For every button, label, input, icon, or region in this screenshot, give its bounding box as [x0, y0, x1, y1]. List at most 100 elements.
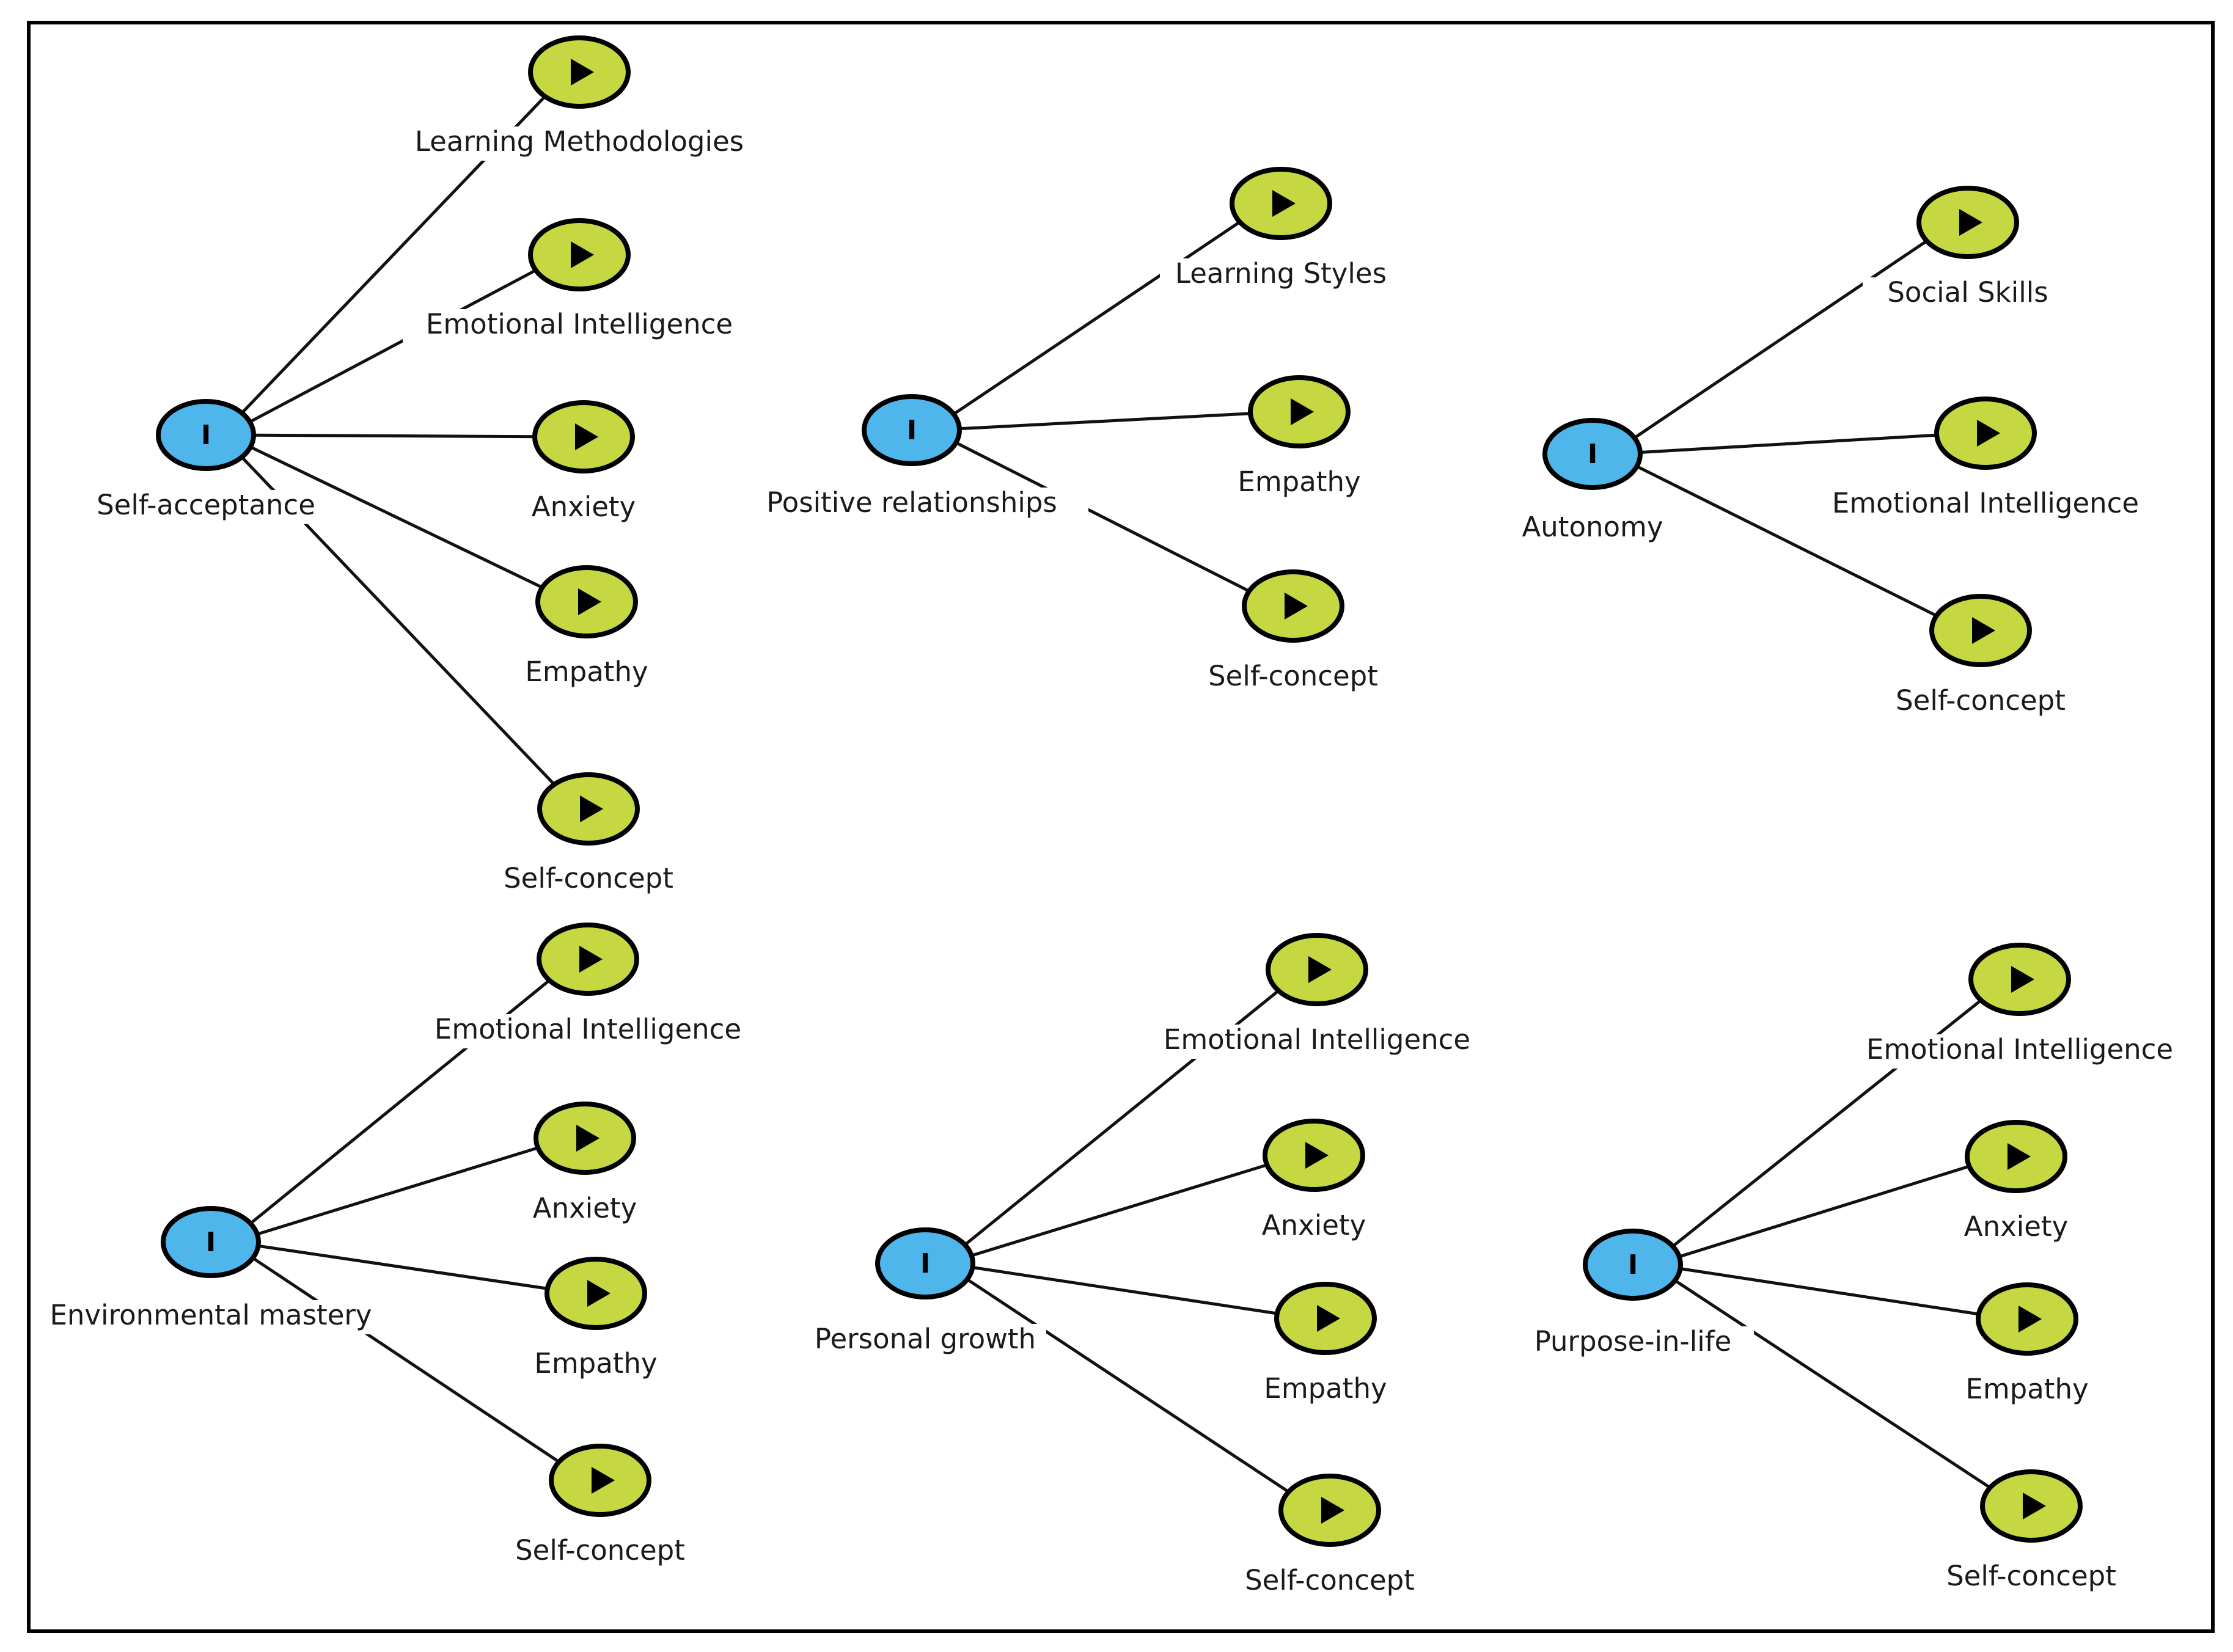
play-triangle-icon — [580, 795, 603, 822]
node-purpose-in-life-emotional-intelligence[interactable] — [1968, 943, 2071, 1016]
label-backdrop — [1242, 467, 1357, 501]
target-label-self-concept: Self-concept — [1946, 1560, 2116, 1592]
node-purpose-in-life-empathy[interactable] — [1976, 1282, 2078, 1356]
independent-node-ellipse — [862, 394, 962, 466]
label-backdrop — [1970, 1374, 2084, 1408]
node-positive-relationships-learning-styles[interactable] — [1230, 167, 1332, 240]
label-backdrop — [526, 492, 641, 526]
label-backdrop — [42, 1300, 380, 1334]
play-triangle-icon — [1959, 209, 1982, 236]
node-environmental-mastery-empathy[interactable] — [544, 1257, 647, 1330]
node-environmental-mastery-self-concept[interactable] — [549, 1444, 651, 1517]
label-backdrop — [527, 1193, 642, 1227]
label-backdrop — [1934, 1561, 2128, 1595]
source-label-environmental-mastery: Environmental mastery — [50, 1299, 372, 1331]
label-backdrop — [1196, 661, 1390, 695]
node-purpose-in-life[interactable]: I — [1583, 1229, 1683, 1301]
target-label-empathy: Empathy — [1965, 1373, 2088, 1405]
node-self-acceptance-self-concept[interactable] — [537, 772, 640, 846]
play-triangle-icon — [587, 1280, 610, 1307]
source-label-self-acceptance: Self-acceptance — [97, 489, 315, 521]
edge-purpose-in-life-to-self-concept — [1674, 1279, 1995, 1491]
label-backdrop — [1160, 258, 1402, 293]
independent-bar-icon: I — [1628, 1249, 1638, 1281]
edge-autonomy-to-emotional-intelligence — [1641, 433, 1942, 454]
target-label-empathy: Empathy — [1264, 1372, 1387, 1405]
target-label-emotional-intelligence: Emotional Intelligence — [435, 1013, 741, 1045]
label-backdrop — [529, 657, 644, 691]
play-triangle-icon — [2008, 1143, 2031, 1170]
play-triangle-icon — [2023, 1493, 2046, 1519]
label-backdrop — [538, 1348, 653, 1383]
node-self-acceptance-empathy[interactable] — [535, 565, 638, 638]
target-label-empathy: Empathy — [525, 656, 648, 688]
target-label-anxiety: Anxiety — [1262, 1209, 1366, 1241]
independent-bar-icon: I — [920, 1248, 930, 1279]
node-environmental-mastery-emotional-intelligence[interactable] — [537, 923, 639, 996]
node-personal-growth-empathy[interactable] — [1274, 1282, 1377, 1355]
label-backdrop — [1233, 1565, 1427, 1599]
label-backdrop — [1512, 1326, 1754, 1361]
independent-bar-icon: I — [201, 420, 211, 451]
label-backdrop — [1843, 1034, 2196, 1069]
play-triangle-icon — [579, 946, 603, 973]
node-autonomy-self-concept[interactable] — [1929, 594, 2032, 667]
label-backdrop — [1883, 685, 2078, 720]
source-label-autonomy: Autonomy — [1522, 511, 1663, 543]
independent-bar-icon: I — [206, 1227, 216, 1258]
play-triangle-icon — [1972, 617, 1995, 644]
edge-personal-growth-to-empathy — [973, 1266, 1283, 1316]
target-label-empathy: Empathy — [534, 1347, 657, 1380]
node-environmental-mastery[interactable]: I — [161, 1206, 261, 1278]
node-positive-relationships[interactable]: I — [862, 394, 962, 466]
label-backdrop — [491, 863, 686, 897]
play-triangle-icon — [1321, 1497, 1344, 1524]
play-triangle-icon — [1305, 1142, 1329, 1169]
play-triangle-icon — [1308, 956, 1332, 983]
target-label-anxiety: Anxiety — [532, 491, 636, 523]
label-backdrop — [411, 1014, 765, 1048]
target-label-emotional-intelligence: Emotional Intelligence — [1832, 487, 2139, 519]
independent-node-ellipse — [161, 1206, 261, 1278]
node-positive-relationships-empathy[interactable] — [1248, 375, 1351, 448]
node-personal-growth-self-concept[interactable] — [1278, 1474, 1381, 1547]
target-label-anxiety: Anxiety — [1964, 1210, 2068, 1243]
node-autonomy-emotional-intelligence[interactable] — [1934, 397, 2037, 470]
node-purpose-in-life-anxiety[interactable] — [1965, 1120, 2067, 1193]
edge-environmental-mastery-to-self-concept — [251, 1256, 563, 1466]
node-personal-growth-anxiety[interactable] — [1263, 1119, 1365, 1192]
label-backdrop — [735, 488, 1088, 522]
label-backdrop — [503, 1535, 697, 1570]
target-label-self-concept: Self-concept — [1208, 660, 1378, 692]
edge-autonomy-to-self-concept — [1636, 465, 1942, 620]
node-self-acceptance-emotional-intelligence[interactable] — [528, 218, 631, 291]
edge-personal-growth-to-anxiety — [972, 1162, 1272, 1257]
target-label-emotional-intelligence: Emotional Intelligence — [426, 308, 733, 340]
edge-purpose-in-life-to-empathy — [1681, 1267, 1984, 1317]
label-backdrop — [1256, 1210, 1371, 1244]
independent-bar-icon: I — [1588, 439, 1597, 470]
node-environmental-mastery-anxiety[interactable] — [534, 1102, 636, 1175]
node-self-acceptance-learning-methodologies[interactable] — [528, 35, 631, 109]
node-positive-relationships-self-concept[interactable] — [1242, 569, 1344, 643]
edge-self-acceptance-to-empathy — [250, 445, 548, 591]
source-label-personal-growth: Personal growth — [815, 1323, 1036, 1355]
node-autonomy[interactable]: I — [1542, 418, 1643, 490]
independent-node-ellipse — [156, 399, 256, 471]
diagram-frame — [27, 21, 2215, 1633]
target-label-emotional-intelligence: Emotional Intelligence — [1164, 1023, 1470, 1056]
target-label-self-concept: Self-concept — [1245, 1564, 1415, 1596]
node-personal-growth[interactable]: I — [875, 1227, 975, 1299]
target-label-learning-methodologies: Learning Methodologies — [415, 125, 744, 158]
node-personal-growth-emotional-intelligence[interactable] — [1266, 933, 1368, 1006]
label-backdrop — [85, 490, 327, 524]
target-label-self-concept: Self-concept — [515, 1534, 685, 1566]
play-triangle-icon — [1317, 1305, 1340, 1332]
node-autonomy-social-skills[interactable] — [1916, 186, 2019, 259]
target-label-learning-styles: Learning Styles — [1175, 257, 1387, 290]
node-purpose-in-life-self-concept[interactable] — [1980, 1469, 2083, 1543]
node-self-acceptance[interactable]: I — [156, 399, 256, 471]
edge-positive-relationships-to-self-concept — [955, 441, 1254, 595]
node-self-acceptance-anxiety[interactable] — [532, 400, 635, 473]
play-triangle-icon — [592, 1467, 615, 1494]
